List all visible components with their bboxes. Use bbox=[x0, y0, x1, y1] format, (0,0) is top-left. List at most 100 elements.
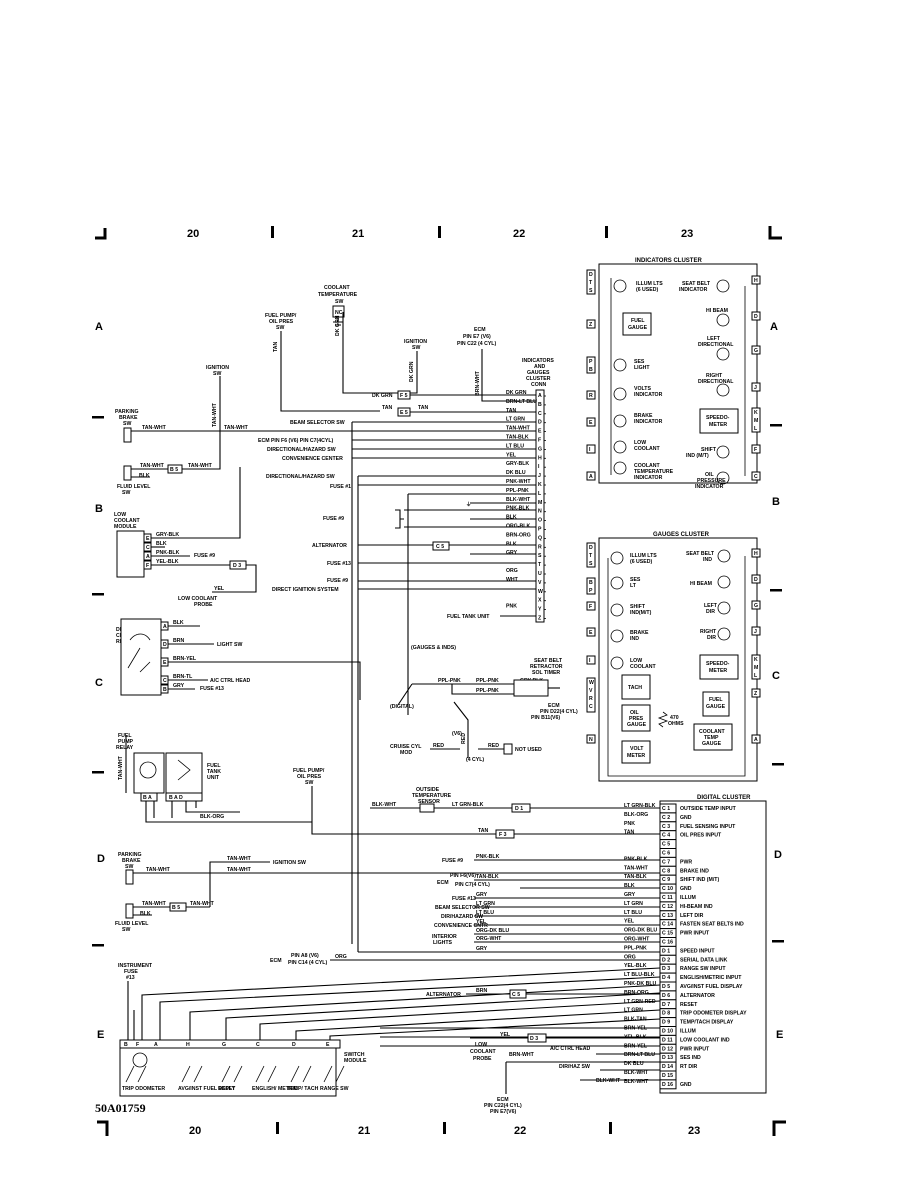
wire-color-label: TAN-BLK bbox=[506, 435, 529, 441]
svg-text:METER: METER bbox=[627, 753, 645, 759]
cluster-pin: C 4 bbox=[662, 833, 670, 839]
svg-text:SW: SW bbox=[412, 345, 420, 351]
svg-text:D: D bbox=[163, 642, 167, 648]
cluster-function: OIL PRES INPUT bbox=[680, 833, 722, 839]
svg-text:DIR/HAZ SW: DIR/HAZ SW bbox=[559, 1064, 590, 1070]
cluster-function: OUTSIDE TEMP INPUT bbox=[680, 806, 737, 812]
digital-cluster-relay: DIGITAL CLUSTER RELAY A D E C B BLK BRN … bbox=[116, 618, 361, 700]
svg-text:TAN-WHT: TAN-WHT bbox=[142, 425, 167, 431]
svg-text:PIN A8 (V6): PIN A8 (V6) bbox=[291, 953, 319, 959]
svg-text:SW: SW bbox=[123, 421, 131, 427]
ignition-sw-top: IGNITION SW DK GRN ECM PIN E7 (V6) PIN C… bbox=[404, 327, 536, 402]
cluster-function: PWR bbox=[680, 859, 692, 865]
gauges-cluster: GAUGES CLUSTER DTS ILLUM LTS(6 USED) SEA… bbox=[586, 532, 761, 782]
svg-text:ECM: ECM bbox=[497, 1097, 509, 1103]
svg-text:PARKING: PARKING bbox=[115, 409, 139, 415]
svg-text:GAUGE: GAUGE bbox=[702, 741, 722, 747]
svg-text:DIRECTIONAL/HAZARD SW: DIRECTIONAL/HAZARD SW bbox=[267, 447, 336, 453]
svg-text:D 3: D 3 bbox=[233, 563, 241, 569]
svg-text:INDICATOR: INDICATOR bbox=[634, 419, 663, 425]
connector-pin: C bbox=[538, 411, 542, 417]
svg-text:LT: LT bbox=[630, 583, 637, 589]
cluster-pin: D 13 bbox=[662, 1055, 673, 1061]
svg-text:C: C bbox=[95, 677, 103, 689]
instrument-fuse: INSTRUMENT FUSE #13 bbox=[118, 963, 153, 1040]
svg-text:ECM: ECM bbox=[548, 703, 560, 709]
svg-text:M: M bbox=[754, 665, 758, 671]
cluster-pin: D 3 bbox=[662, 966, 670, 972]
cluster-pin: C 15 bbox=[662, 931, 673, 937]
svg-text:TEMPERATURE: TEMPERATURE bbox=[318, 292, 358, 298]
svg-text:P: P bbox=[589, 588, 593, 594]
wire-color-label: YEL-BLK bbox=[624, 1034, 647, 1040]
svg-text:H: H bbox=[754, 278, 758, 284]
wire-color-label: ORG-WHT bbox=[624, 937, 650, 943]
svg-text:SENSOR: SENSOR bbox=[418, 799, 440, 805]
wire-color-label: WHT bbox=[506, 577, 519, 583]
wire-color-label: BRN-ORG bbox=[624, 990, 649, 996]
svg-text:Z: Z bbox=[754, 691, 758, 697]
wire-color-label: LT BLU bbox=[506, 443, 524, 449]
svg-text:LIGHT: LIGHT bbox=[634, 365, 650, 371]
svg-text:FUSE: FUSE bbox=[124, 969, 138, 975]
svg-text:R: R bbox=[589, 393, 593, 399]
svg-text:FUEL TANK UNIT: FUEL TANK UNIT bbox=[447, 614, 490, 620]
svg-text:FUSE #13: FUSE #13 bbox=[200, 686, 224, 692]
svg-text:C 5: C 5 bbox=[436, 544, 444, 550]
cluster-pin: C 12 bbox=[662, 904, 673, 910]
svg-text:TAN: TAN bbox=[273, 341, 279, 352]
svg-text:CRUISE CYL: CRUISE CYL bbox=[390, 744, 422, 750]
svg-text:CONVENIENCE CNTR: CONVENIENCE CNTR bbox=[434, 923, 488, 929]
wire-color-label: DK GRN bbox=[506, 390, 527, 396]
switch-pin: E bbox=[326, 1042, 330, 1048]
svg-text:TAN-WHT: TAN-WHT bbox=[188, 463, 213, 469]
svg-text:PROBE: PROBE bbox=[473, 1056, 492, 1062]
wire-color-label: ORG bbox=[506, 568, 518, 574]
svg-text:PNK-BLK: PNK-BLK bbox=[476, 854, 500, 860]
connector-pin: S bbox=[538, 553, 542, 559]
svg-text:FUEL: FUEL bbox=[709, 697, 723, 703]
svg-text:OHMS: OHMS bbox=[668, 721, 684, 727]
svg-text:A: A bbox=[146, 554, 150, 560]
fuel-pump-oil-pres-sw-lower: FUEL PUMP/ OIL PRES SW bbox=[293, 768, 496, 835]
svg-text:SOL TIMER: SOL TIMER bbox=[532, 670, 560, 676]
svg-text:FUSE #1: FUSE #1 bbox=[330, 484, 351, 490]
svg-text:SEAT BELT: SEAT BELT bbox=[682, 281, 711, 287]
svg-text:GRY-BLK: GRY-BLK bbox=[156, 532, 179, 538]
svg-text:PIN B11(V6): PIN B11(V6) bbox=[531, 715, 560, 721]
svg-text:MODULE: MODULE bbox=[114, 524, 137, 530]
svg-text:IND: IND bbox=[703, 557, 712, 563]
svg-text:INDICATOR: INDICATOR bbox=[695, 484, 724, 490]
svg-text:PIN C22(4 CYL): PIN C22(4 CYL) bbox=[484, 1103, 522, 1109]
cluster-function: TEMP/TACH DISPLAY bbox=[680, 1020, 734, 1026]
svg-text:E: E bbox=[776, 1029, 783, 1041]
svg-text:BLK: BLK bbox=[140, 911, 151, 917]
svg-text:TAN-WHT: TAN-WHT bbox=[227, 856, 252, 862]
connector-pin: W bbox=[538, 589, 543, 595]
svg-text:K: K bbox=[754, 657, 758, 663]
wire-color-label: BRN-YEL bbox=[624, 1043, 648, 1049]
svg-text:BRN: BRN bbox=[173, 638, 184, 644]
svg-text:LT GRN-BLK: LT GRN-BLK bbox=[452, 802, 484, 808]
svg-text:MOD: MOD bbox=[400, 750, 412, 756]
wire-color-label: BRN-LT BLU bbox=[624, 1052, 655, 1058]
switch-pin: G bbox=[222, 1042, 226, 1048]
switch-contact bbox=[125, 1065, 147, 1083]
connector-pin: I bbox=[538, 464, 540, 470]
svg-text:ALTERNATOR: ALTERNATOR bbox=[426, 992, 461, 998]
connector-pin: E bbox=[538, 429, 542, 435]
svg-text:TAN-WHT: TAN-WHT bbox=[190, 901, 215, 907]
svg-text:PIN C7(4 CYL): PIN C7(4 CYL) bbox=[455, 882, 490, 888]
svg-text:22: 22 bbox=[514, 1125, 526, 1137]
svg-text:DIRECTIONAL: DIRECTIONAL bbox=[698, 342, 734, 348]
cluster-pin: D 11 bbox=[662, 1037, 673, 1043]
cluster-function: AVG/INST FUEL DISPLAY bbox=[680, 984, 743, 990]
svg-text:ALTERNATOR: ALTERNATOR bbox=[312, 543, 347, 549]
connector-pin: J bbox=[538, 473, 541, 479]
cluster-pin: D 8 bbox=[662, 1011, 670, 1017]
svg-text:COOLANT: COOLANT bbox=[630, 664, 656, 670]
svg-text:BLK-WHT: BLK-WHT bbox=[372, 802, 397, 808]
svg-text:D: D bbox=[774, 849, 782, 861]
cluster-function: LOW COOLANT IND bbox=[680, 1037, 730, 1043]
